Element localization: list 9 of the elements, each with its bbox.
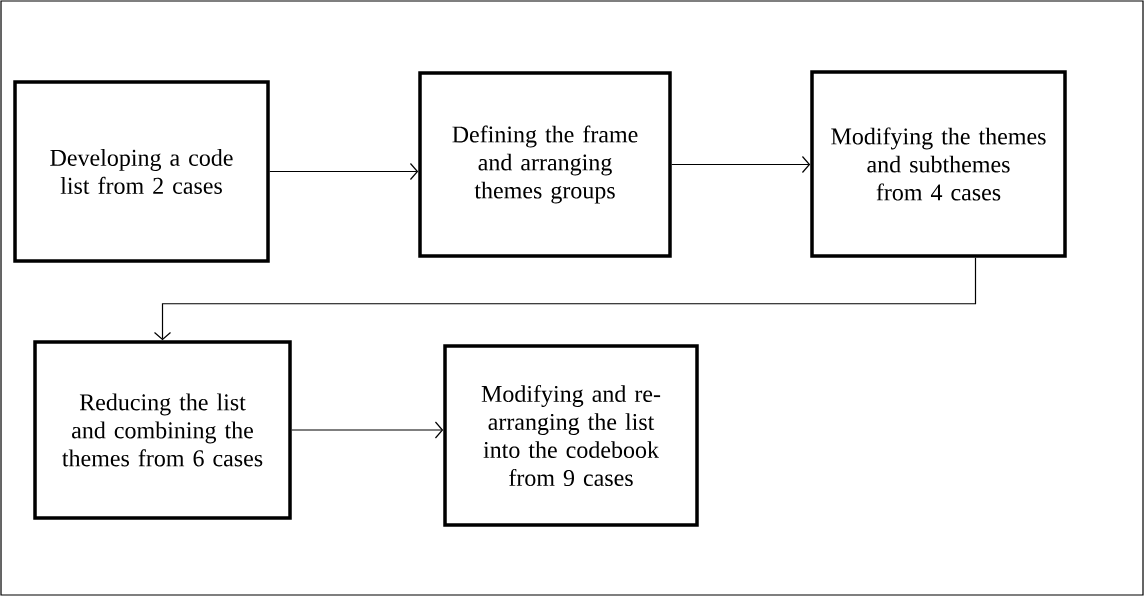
process-box: Defining the frame and arranging themes groups [418, 71, 672, 258]
arrow [671, 155, 811, 174]
arrow [291, 421, 444, 439]
process-box: Modifying and re-arranging the list into the codebook from 9 cases [443, 344, 699, 527]
process-box: Developing a code list from 2 cases [13, 80, 270, 263]
arrow [269, 162, 419, 181]
arrow [153, 257, 977, 341]
process-box: Modifying the themes and subthemes from 4 cases [810, 70, 1067, 258]
process-box: Reducing the list and combining the themes from 6 cases [33, 340, 292, 520]
